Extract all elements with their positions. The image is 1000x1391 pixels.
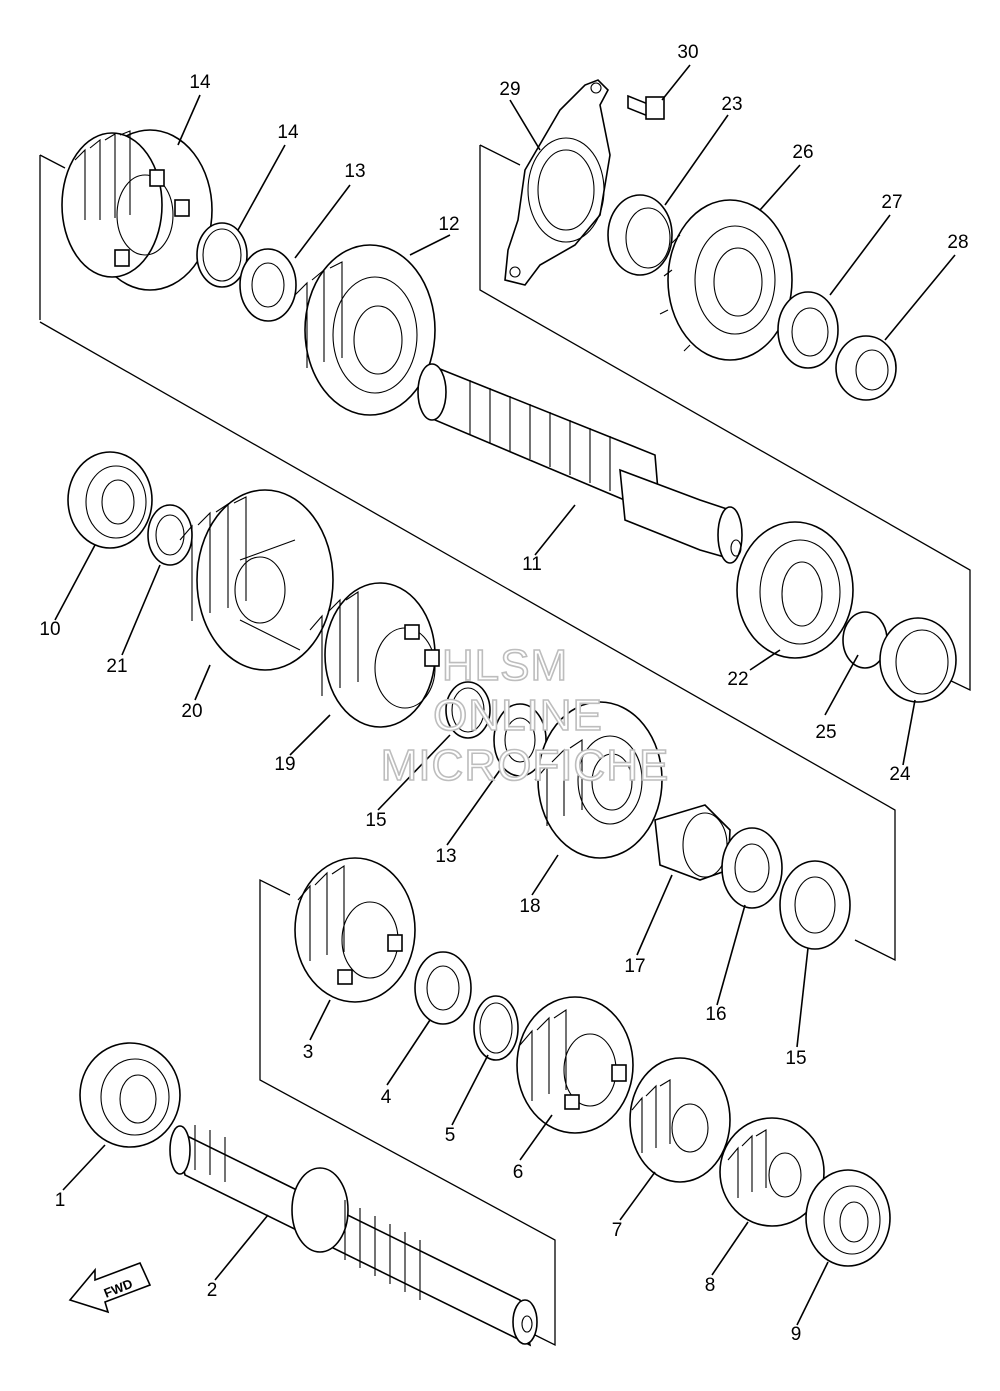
callout-9[interactable]: 9	[791, 1324, 802, 1345]
callout-12[interactable]: 12	[438, 214, 459, 235]
washer-4[interactable]	[414, 951, 472, 1025]
callout-18[interactable]: 17	[624, 956, 645, 977]
gear-21[interactable]	[179, 489, 334, 671]
callout-7[interactable]: 7	[612, 1220, 623, 1241]
bearing-10[interactable]	[67, 451, 153, 549]
callout-17[interactable]: 16	[705, 1004, 726, 1025]
callout-2[interactable]: 2	[207, 1280, 218, 1301]
circlip-14-upper[interactable]	[196, 222, 248, 288]
needle-bearing-18[interactable]	[654, 804, 731, 881]
collar-25[interactable]	[607, 194, 673, 276]
circlip-5[interactable]	[473, 995, 519, 1061]
gear-12[interactable]	[294, 244, 436, 416]
callout-20[interactable]: 19	[274, 754, 295, 775]
drive-axle-2[interactable]	[169, 1125, 538, 1347]
main-axle-11[interactable]	[417, 363, 743, 564]
nut-29[interactable]	[835, 335, 897, 401]
watermark-line-2: ONLINE	[433, 691, 603, 740]
callout-14-upper[interactable]: 14	[277, 122, 299, 143]
callout-15[interactable]: 14	[189, 72, 211, 93]
washer-16[interactable]	[779, 860, 851, 950]
callout-5[interactable]: 5	[445, 1125, 456, 1146]
watermark: HLSM ONLINE MICROFICHE	[380, 640, 670, 791]
sprocket-27[interactable]	[659, 199, 793, 361]
forward-direction-arrow: FWD	[68, 1261, 152, 1314]
leader-lines	[54, 64, 956, 1326]
callout-6[interactable]: 6	[513, 1162, 524, 1183]
callout-19[interactable]: 18	[519, 896, 540, 917]
callout-21[interactable]: 20	[181, 701, 202, 722]
callout-28[interactable]: 27	[881, 192, 902, 213]
washer-13-upper[interactable]	[239, 248, 297, 322]
callout-23[interactable]: 22	[727, 669, 748, 690]
callout-22[interactable]: 21	[106, 656, 127, 677]
callout-31[interactable]: 30	[677, 42, 698, 63]
retainer-plate-30[interactable]	[504, 79, 611, 286]
callout-11[interactable]: 11	[522, 554, 542, 575]
gear-7[interactable]	[629, 1057, 731, 1183]
callout-16[interactable]: 15	[785, 1048, 806, 1069]
bolt-31[interactable]	[627, 94, 665, 120]
oil-seal-24[interactable]	[879, 617, 957, 703]
callout-1[interactable]: 1	[55, 1190, 66, 1211]
watermark-line-1: HLSM	[442, 641, 568, 690]
callout-24[interactable]: 24	[889, 764, 911, 785]
callout-13-upper[interactable]: 13	[344, 161, 365, 182]
bearing-9[interactable]	[805, 1169, 891, 1267]
callout-10[interactable]: 10	[39, 619, 60, 640]
callout-27[interactable]: 26	[792, 142, 813, 163]
callout-25[interactable]: 23	[721, 94, 742, 115]
watermark-line-3: MICROFICHE	[381, 741, 670, 790]
lock-washer-17[interactable]	[721, 827, 783, 909]
callout-4[interactable]: 4	[381, 1087, 392, 1108]
callout-13-lower[interactable]: 13	[435, 846, 456, 867]
gear-6[interactable]	[516, 996, 634, 1134]
callout-14-lower[interactable]: 15	[365, 810, 386, 831]
washer-28[interactable]	[777, 291, 839, 369]
bearing-23[interactable]	[736, 521, 854, 659]
gear-15[interactable]	[61, 129, 213, 291]
circlip-14-lower[interactable]	[445, 681, 491, 739]
callout-3[interactable]: 3	[303, 1042, 314, 1063]
callout-26[interactable]: 25	[815, 722, 836, 743]
callout-30[interactable]: 29	[499, 79, 520, 100]
gear-3[interactable]	[294, 857, 416, 1003]
group-outline-drive-axle	[259, 878, 556, 1347]
callout-8[interactable]: 8	[705, 1275, 716, 1296]
gear-8[interactable]	[719, 1117, 825, 1227]
group-outline-main-axle	[39, 144, 971, 962]
bearing-1[interactable]	[79, 1042, 181, 1148]
gear-19[interactable]	[534, 701, 663, 859]
washer-22[interactable]	[147, 504, 193, 566]
gear-20[interactable]	[309, 582, 440, 728]
callout-labels: 14 14 13 12 29 30 23 26 27 28 10 21 20 1…	[39, 42, 968, 1345]
callout-29[interactable]: 28	[947, 232, 968, 253]
